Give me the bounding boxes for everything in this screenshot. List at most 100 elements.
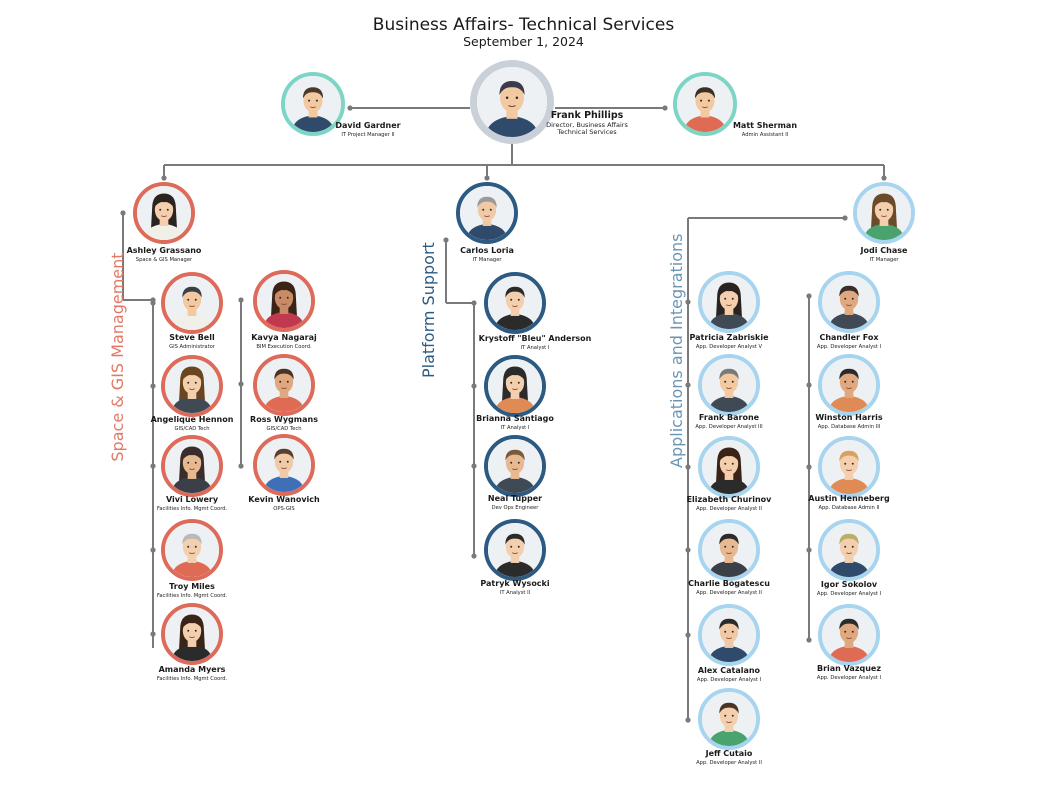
person-name-kevin-wanovich: Kevin Wanovich bbox=[248, 495, 320, 504]
connector-dot bbox=[662, 105, 668, 111]
connector-dot bbox=[806, 293, 812, 299]
person-role-troy-miles: Facilities Info. Mgmt Coord. bbox=[156, 593, 228, 599]
connector-dot bbox=[881, 175, 887, 181]
person-role-kavya-nagaraj: BIM Execution Coord. bbox=[256, 344, 312, 350]
connector-dot bbox=[150, 383, 156, 389]
person-role2-frank-phillips: Technical Services bbox=[557, 128, 617, 136]
person-role-elizabeth-churinov: App. Developer Analyst II bbox=[696, 506, 762, 512]
person-name-david-gardner: David Gardner bbox=[335, 121, 401, 130]
person-name-chandler-fox: Chandler Fox bbox=[819, 333, 879, 342]
person-name-steve-bell: Steve Bell bbox=[169, 333, 215, 342]
connector-dot bbox=[685, 547, 691, 553]
avatar-elizabeth-churinov bbox=[698, 436, 760, 498]
group-label-platform: Platform Support bbox=[419, 242, 438, 378]
person-name-amanda-myers: Amanda Myers bbox=[158, 665, 226, 674]
person-role-kevin-wanovich: OPS-GIS bbox=[273, 506, 295, 512]
avatar-jodi-chase bbox=[853, 182, 915, 244]
connector-dot bbox=[806, 547, 812, 553]
person-name-frank-barone: Frank Barone bbox=[698, 413, 760, 422]
avatar-brianna-santiago bbox=[484, 355, 546, 417]
person-name-vivi-lowery: Vivi Lowery bbox=[165, 495, 219, 504]
person-role-carlos-loria: IT Manager bbox=[472, 257, 502, 263]
avatar-brian-vazquez bbox=[818, 604, 880, 666]
avatar-patryk-wysocki bbox=[484, 519, 546, 581]
avatar-igor-sokolov bbox=[818, 519, 880, 581]
person-name-elizabeth-churinov: Elizabeth Churinov bbox=[686, 495, 772, 504]
person-role-jodi-chase: IT Manager bbox=[869, 257, 899, 263]
connector-dot bbox=[685, 632, 691, 638]
person-role-ashley-grassano: Space & GIS Manager bbox=[135, 257, 193, 263]
person-role-chandler-fox: App. Developer Analyst I bbox=[816, 344, 882, 350]
connector-dot bbox=[150, 463, 156, 469]
avatar-matt-sherman bbox=[673, 72, 737, 136]
avatar-ross-wygmans bbox=[253, 354, 315, 416]
person-role-winston-harris: App. Database Admin III bbox=[817, 424, 881, 430]
connector-dot bbox=[685, 464, 691, 470]
connector-dot bbox=[238, 297, 244, 303]
avatar-charlie-bogatescu bbox=[698, 519, 760, 581]
avatar-winston-harris bbox=[818, 354, 880, 416]
connector-dot bbox=[842, 215, 848, 221]
person-role-krystoff-bleu-anderson: IT Analyst I bbox=[520, 345, 550, 351]
avatar-alex-catalano bbox=[698, 604, 760, 666]
person-name-jodi-chase: Jodi Chase bbox=[860, 246, 908, 255]
avatar-angelique-hennon bbox=[161, 355, 223, 417]
avatar-krystoff-bleu-anderson bbox=[484, 272, 546, 334]
connector-dot bbox=[150, 631, 156, 637]
avatar-kevin-wanovich bbox=[253, 434, 315, 496]
avatar-steve-bell bbox=[161, 272, 223, 334]
person-role-charlie-bogatescu: App. Developer Analyst II bbox=[696, 590, 762, 596]
person-name-patricia-zabriskie: Patricia Zabriskie bbox=[689, 333, 769, 342]
person-role-david-gardner: IT Project Manager II bbox=[341, 132, 395, 138]
person-name-austin-henneberg: Austin Henneberg bbox=[808, 494, 890, 503]
person-role-matt-sherman: Admin Assistant II bbox=[741, 132, 789, 138]
connector-dot bbox=[471, 300, 477, 306]
person-name-alex-catalano: Alex Catalano bbox=[697, 666, 761, 675]
avatar-austin-henneberg bbox=[818, 436, 880, 498]
connector-dot bbox=[161, 175, 167, 181]
group-label-apps: Applications and Integrations bbox=[667, 233, 686, 468]
connector-dot bbox=[150, 300, 156, 306]
person-name-carlos-loria: Carlos Loria bbox=[460, 246, 514, 255]
person-name-brian-vazquez: Brian Vazquez bbox=[817, 664, 881, 673]
avatar-frank-phillips bbox=[470, 60, 554, 144]
avatar-david-gardner bbox=[281, 72, 345, 136]
person-name-frank-phillips: Frank Phillips bbox=[550, 110, 624, 121]
person-name-ross-wygmans: Ross Wygmans bbox=[250, 415, 318, 424]
group-label-gis: Space & GIS Management bbox=[108, 252, 127, 462]
person-role-vivi-lowery: Facilities Info. Mgmt Coord. bbox=[156, 506, 228, 512]
connector-dot bbox=[120, 210, 126, 216]
person-name-troy-miles: Troy Miles bbox=[169, 582, 215, 591]
connector-dot bbox=[238, 463, 244, 469]
avatar-kavya-nagaraj bbox=[253, 270, 315, 332]
person-name-brianna-santiago: Brianna Santiago bbox=[476, 414, 554, 423]
person-role-austin-henneberg: App. Database Admin II bbox=[818, 505, 880, 511]
connector-dot bbox=[347, 105, 353, 111]
connector-dot bbox=[471, 553, 477, 559]
person-name-angelique-hennon: Angelique Hennon bbox=[150, 415, 234, 424]
person-role-brianna-santiago: IT Analyst I bbox=[500, 425, 530, 431]
person-role-igor-sokolov: App. Developer Analyst I bbox=[816, 591, 882, 597]
avatar-carlos-loria bbox=[456, 182, 518, 244]
person-role-frank-barone: App. Developer Analyst III bbox=[695, 424, 763, 430]
avatar-vivi-lowery bbox=[161, 435, 223, 497]
avatar-ashley-grassano bbox=[133, 182, 195, 244]
person-role-amanda-myers: Facilities Info. Mgmt Coord. bbox=[156, 676, 228, 682]
connector-dot bbox=[150, 547, 156, 553]
person-role-jeff-cutaio: App. Developer Analyst II bbox=[696, 760, 762, 766]
connector-dot bbox=[471, 383, 477, 389]
person-role-brian-vazquez: App. Developer Analyst I bbox=[816, 675, 882, 681]
person-role-patryk-wysocki: IT Analyst II bbox=[499, 590, 531, 596]
person-name-igor-sokolov: Igor Sokolov bbox=[820, 580, 878, 589]
connector-dot bbox=[484, 175, 490, 181]
chart-title: Business Affairs- Technical Services bbox=[372, 15, 675, 35]
person-name-winston-harris: Winston Harris bbox=[815, 413, 883, 422]
person-name-krystoff-bleu-anderson: Krystoff "Bleu" Anderson bbox=[478, 334, 592, 343]
connector-dot bbox=[806, 382, 812, 388]
connector-dot bbox=[471, 463, 477, 469]
avatar-troy-miles bbox=[161, 519, 223, 581]
person-role-ross-wygmans: GIS/CAD Tech bbox=[266, 426, 302, 432]
connector-dot bbox=[685, 717, 691, 723]
connector-dot bbox=[685, 382, 691, 388]
person-role-alex-catalano: App. Developer Analyst I bbox=[696, 677, 762, 683]
